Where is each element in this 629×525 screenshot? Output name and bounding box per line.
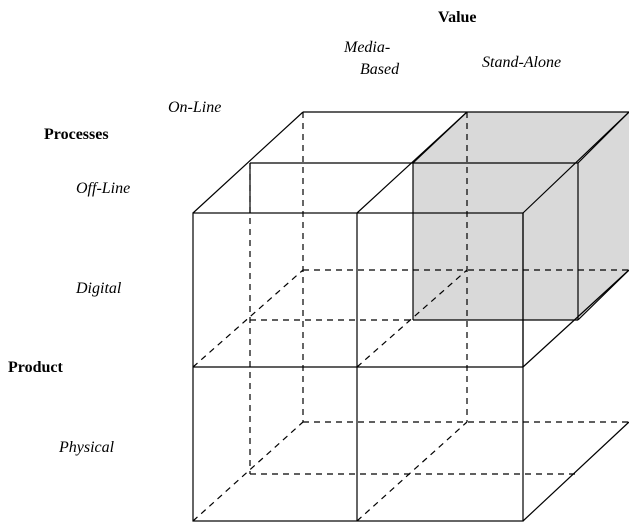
highlighted-cube-front-face xyxy=(413,163,578,320)
axis-label-value: Value xyxy=(438,9,477,26)
column-label-stand-alone: Stand-Alone xyxy=(482,54,561,71)
row-label-digital: Digital xyxy=(75,280,122,297)
visible-edges xyxy=(192,111,629,522)
column-label-media-based-1: Media- xyxy=(343,39,390,56)
axis-label-product: Product xyxy=(8,359,63,376)
axis-label-processes: Processes xyxy=(44,126,109,143)
hidden-edges xyxy=(192,112,629,522)
row-label-physical: Physical xyxy=(58,439,115,456)
depth-label-off-line: Off-Line xyxy=(76,180,130,197)
column-label-media-based-2: Based xyxy=(360,61,400,78)
highlighted-cube-side-face xyxy=(578,112,629,320)
depth-label-on-line: On-Line xyxy=(168,99,221,116)
